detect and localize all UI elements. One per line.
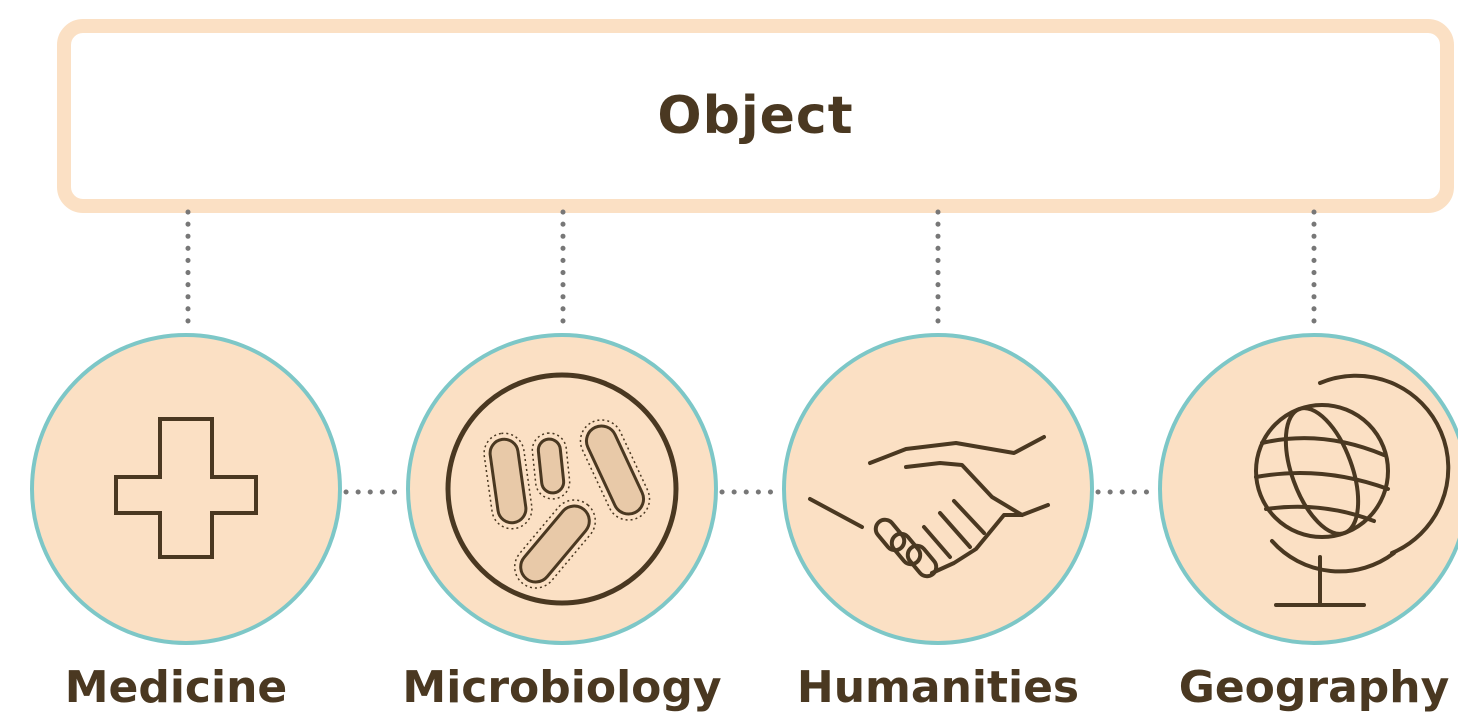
geography-node bbox=[1158, 333, 1458, 645]
handshake-icon bbox=[808, 435, 1050, 579]
microbiology-label: Microbiology bbox=[402, 662, 722, 713]
bacteria-dish-icon bbox=[445, 372, 679, 606]
geography-label: Geography bbox=[1178, 662, 1450, 713]
humanities-node bbox=[782, 333, 1094, 645]
microbiology-node bbox=[406, 333, 718, 645]
humanities-label: Humanities bbox=[796, 662, 1080, 713]
globe-icon bbox=[1254, 373, 1451, 607]
object-title: Object bbox=[657, 86, 854, 146]
medicine-label: Medicine bbox=[64, 662, 288, 713]
object-box: Object bbox=[57, 19, 1454, 213]
medical-cross-icon bbox=[114, 417, 258, 559]
medicine-node bbox=[30, 333, 342, 645]
